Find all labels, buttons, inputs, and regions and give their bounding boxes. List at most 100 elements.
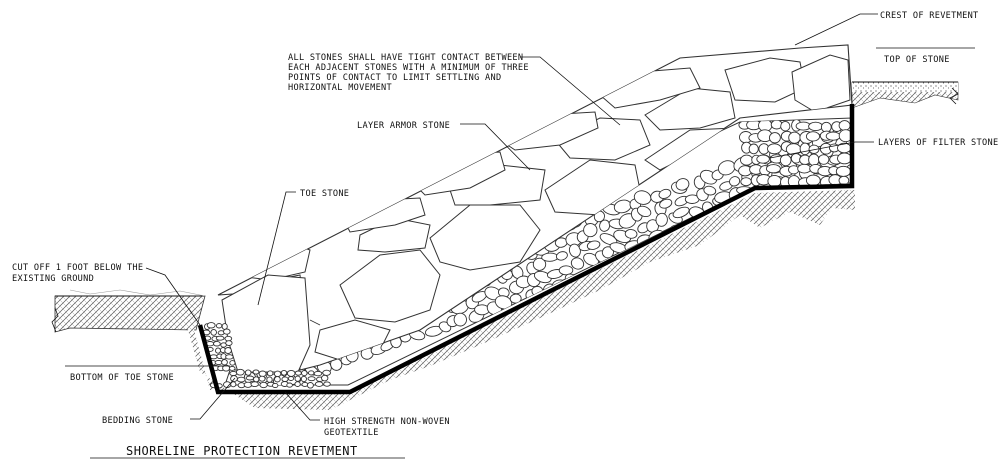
bedding-pebble xyxy=(273,370,282,378)
filter-cobble xyxy=(659,198,673,209)
bedding-pebble xyxy=(235,368,245,376)
bedding-pebble xyxy=(210,329,217,336)
toe-stone-label: TOE STONE xyxy=(300,189,349,199)
geotextile-fabric xyxy=(197,104,855,395)
bedding-pebble xyxy=(286,369,296,377)
filter-cobble xyxy=(820,121,832,133)
filter-cobble xyxy=(672,206,690,219)
filter-cobble xyxy=(838,120,851,131)
filter-cobble xyxy=(808,153,820,167)
filter-layers-label: LAYERS OF FILTER STONE xyxy=(878,138,998,148)
top-of-stone-label: TOP OF STONE xyxy=(884,55,950,65)
bedding-pebble xyxy=(307,376,316,382)
geotextile-label-line-1: HIGH STRENGTH NON-WOVEN xyxy=(324,417,450,427)
filter-cobble xyxy=(555,251,568,261)
filter-cobble xyxy=(818,154,830,165)
bedding-pebble xyxy=(214,359,223,366)
filter-cobble xyxy=(805,131,821,142)
bedding-pebble xyxy=(221,359,228,366)
bedding-pebble xyxy=(250,381,259,388)
filter-cobble xyxy=(624,229,638,239)
bedding-pebble xyxy=(294,370,302,376)
stones-note-line-4: HORIZONTAL MOVEMENT xyxy=(288,83,392,93)
bedding-pebble xyxy=(314,381,324,387)
bedding-pebble xyxy=(245,375,255,381)
bedding-pebble xyxy=(294,375,301,382)
bedding-pebble xyxy=(308,370,315,376)
filter-cobble xyxy=(494,295,513,310)
crest-label: CREST OF REVETMENT xyxy=(880,11,979,21)
bedding-pebble xyxy=(272,382,279,389)
stones-note-line-1: ALL STONES SHALL HAVE TIGHT CONTACT BETW… xyxy=(288,53,523,63)
bedding-pebble xyxy=(301,370,308,377)
bedding-pebble xyxy=(287,376,295,381)
bedding-pebble xyxy=(215,335,225,341)
bedding-pebble xyxy=(266,376,273,383)
filter-cobble xyxy=(570,257,585,270)
filter-cobble xyxy=(646,219,659,233)
existing-ground-left xyxy=(51,289,206,333)
bedding-pebble xyxy=(223,328,231,335)
bedding-pebble xyxy=(323,381,331,387)
bedding-pebble xyxy=(228,365,236,371)
filter-cobble xyxy=(599,219,611,232)
bedding-pebble xyxy=(213,340,221,347)
bedding-pebble xyxy=(229,370,238,377)
bedding-pebble xyxy=(244,369,252,376)
bedding-pebble xyxy=(215,323,223,329)
bedding-pebble xyxy=(221,323,228,330)
stones-note-line-2: EACH ADJACENT STONES WITH A MINIMUM OF T… xyxy=(288,63,529,73)
bedding-pebble xyxy=(294,381,301,387)
existing-ground-right xyxy=(851,81,959,109)
filter-cobble xyxy=(805,174,821,187)
bedding-pebble xyxy=(322,369,331,376)
filter-cobble xyxy=(835,165,851,177)
filter-cobble xyxy=(532,257,547,271)
drawing-title: SHORELINE PROTECTION REVETMENT xyxy=(126,444,358,458)
filter-cobble xyxy=(655,212,668,227)
bedding-pebble xyxy=(215,347,221,354)
bedding-pebble xyxy=(280,369,288,376)
bedding-pebble xyxy=(258,375,266,382)
bedding-pebble xyxy=(281,376,289,382)
subgrade-soil xyxy=(188,190,855,410)
filter-cobble xyxy=(756,154,770,164)
bedding-pebble xyxy=(236,376,246,383)
filter-cobble xyxy=(583,223,598,238)
filter-cobble xyxy=(837,152,852,165)
bedding-pebble xyxy=(225,354,234,360)
bedding-pebble xyxy=(300,375,307,383)
bedding-pebble xyxy=(253,376,260,383)
filter-cobble xyxy=(729,176,741,187)
filter-cobble xyxy=(586,240,601,250)
bedding-pebble xyxy=(259,381,268,389)
filter-cobble xyxy=(675,178,690,191)
leader-lines xyxy=(145,13,878,421)
filter-cobble xyxy=(768,132,781,144)
bedding-pebble xyxy=(229,360,236,366)
filter-cobble xyxy=(658,188,672,199)
bedding-pebble xyxy=(230,381,237,388)
bedding-pebble xyxy=(225,340,233,346)
filter-cobble xyxy=(780,120,791,132)
filter-cobble xyxy=(797,163,812,174)
bedding-pebble xyxy=(306,382,314,389)
filter-cobble xyxy=(740,177,752,187)
filter-cobble xyxy=(541,252,559,262)
bedding-stone-label: BEDDING STONE xyxy=(102,416,173,426)
bedding-pebble xyxy=(258,370,267,378)
cut-off-note-line-2: EXISTING GROUND xyxy=(12,274,94,284)
filter-cobble xyxy=(767,174,782,188)
filter-cobble xyxy=(767,143,782,155)
bottom-of-toe-label: BOTTOM OF TOE STONE xyxy=(70,373,174,383)
filter-cobble xyxy=(765,164,781,174)
bedding-pebble xyxy=(274,376,281,383)
geotextile-label-line-2: GEOTEXTILE xyxy=(324,428,379,438)
filter-cobble xyxy=(583,252,600,266)
bedding-pebble xyxy=(313,370,323,377)
filter-cobble xyxy=(788,165,800,175)
filter-cobble xyxy=(633,190,652,205)
filter-cobble xyxy=(788,131,801,144)
bedding-pebble xyxy=(206,322,216,329)
